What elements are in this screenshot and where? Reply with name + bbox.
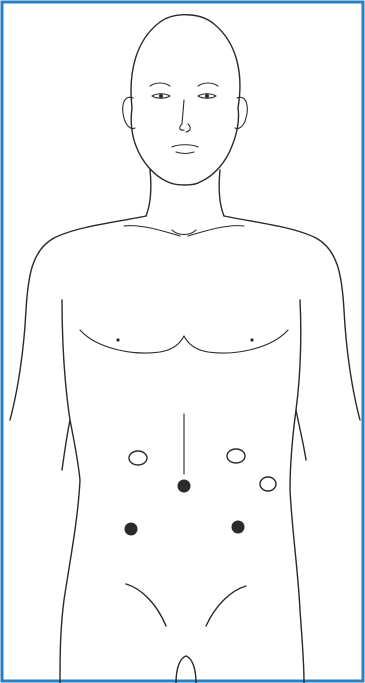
- right-pupil: [205, 94, 209, 98]
- port-right-lower: [232, 521, 245, 534]
- port-umbilical: [178, 480, 191, 493]
- left-nipple: [116, 338, 119, 341]
- port-left-upper: [129, 451, 147, 465]
- right-nipple: [250, 338, 253, 341]
- left-pupil: [159, 94, 163, 98]
- port-left-lower: [125, 523, 138, 536]
- port-right-upper: [227, 449, 245, 463]
- port-right-lateral: [260, 477, 276, 491]
